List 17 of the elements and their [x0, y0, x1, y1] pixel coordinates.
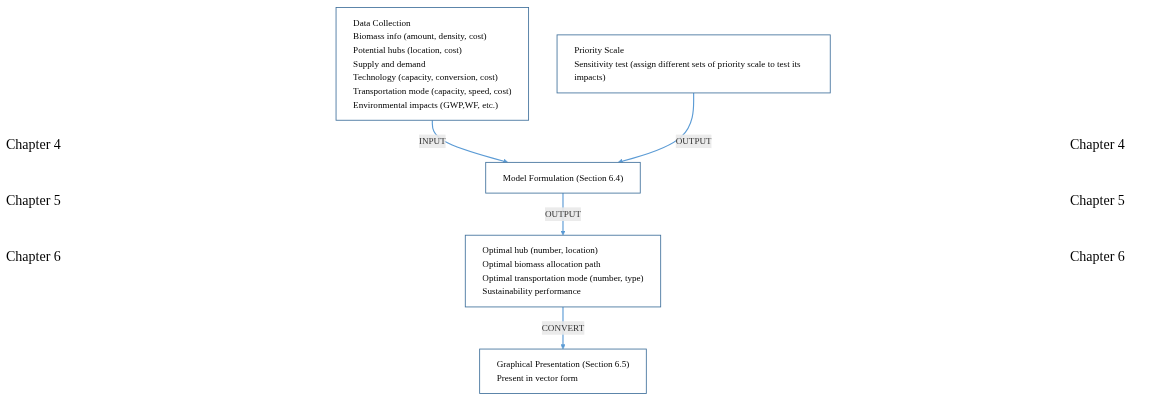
edge-label: OUTPUT — [544, 209, 581, 219]
chapter-label: Chapter 5 — [1070, 192, 1126, 209]
chapter-label: Chapter 6 — [1070, 248, 1126, 265]
chapter-label: Chapter 6 — [6, 248, 62, 265]
edge-label: CONVERT — [541, 322, 585, 333]
edge-label: INPUT — [418, 136, 446, 146]
edge-label: OUTPUT — [675, 136, 712, 146]
arrow — [431, 119, 508, 164]
chapter-label: Chapter 4 — [1070, 136, 1126, 153]
node-box: Model Formulation (Section 6.4) — [485, 161, 641, 194]
node-box: Data Collection Biomass info (amount, density, cost) Potential hubs (location, cost) Supply and demand Technology (capacity, conversion, cost) Transportation mode (capacity, speed, cost) Environmental impacts (GWP,WF, etc.) — [335, 7, 529, 121]
node-box: Priority Scale Sensitivity test (assign different sets of priority scale to test its impacts) — [556, 34, 831, 94]
chapter-label: Chapter 5 — [6, 192, 62, 209]
chapter-label: Chapter 4 — [6, 136, 62, 153]
node-box: Optimal hub (number, location) Optimal biomass allocation path Optimal transportation mode (number, type) Sustainability performance — [464, 234, 661, 308]
node-box: Graphical Presentation (Section 6.5) Present in vector form — [479, 348, 647, 394]
arrow — [617, 92, 695, 164]
